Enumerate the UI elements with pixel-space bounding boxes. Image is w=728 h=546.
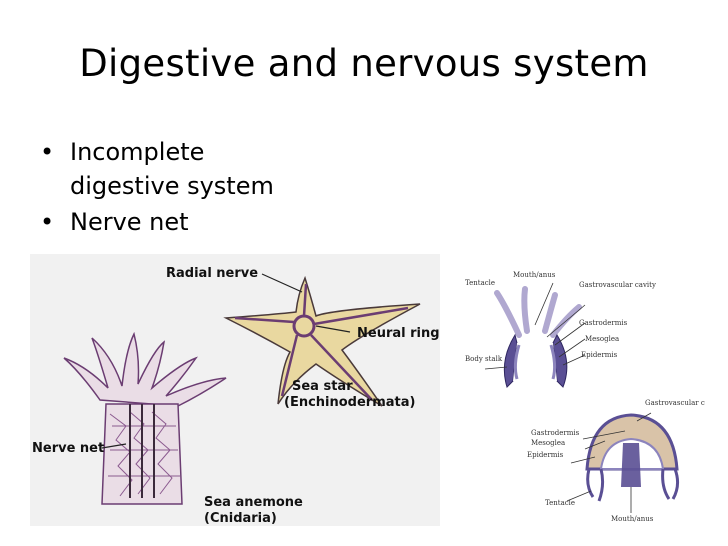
medusa-tentacle-label: Tentacle [545, 499, 575, 507]
medusa-gvc-label: Gastrovascular cavity [645, 399, 705, 407]
medusa-tentacles [586, 468, 680, 502]
medusa-illustration [566, 412, 680, 513]
polyp-body-stalk-label: Body stalk [465, 355, 503, 363]
polyp-tentacle-label: Tentacle [465, 279, 495, 287]
sea-star-group-label: (Enchinodermata) [284, 395, 415, 410]
sea-star-illustration [223, 273, 421, 407]
polyp-gastrodermis-label: Gastrodermis [579, 319, 628, 327]
polyp-mouth-label: Mouth/anus [513, 271, 556, 279]
medusa-mesoglea-label: Mesoglea [531, 439, 565, 447]
polyp-gastrodermis [513, 344, 557, 380]
polyp-body-wall [503, 333, 568, 388]
nerve-net-pointer [101, 443, 127, 449]
polyp-cavity [513, 343, 557, 381]
medusa-epidermis-label: Epidermis [527, 451, 564, 459]
polyp-epidermis-label: Epidermis [581, 351, 618, 359]
nerve-net-label: Nerve net [32, 441, 104, 456]
sea-star-body [223, 275, 421, 407]
sea-anemone-label: Sea anemone [204, 495, 303, 510]
bullet-list: Incomplete digestive system Nerve net [40, 135, 320, 239]
medusa-gastrodermis-label: Gastrodermis [531, 429, 580, 437]
bullet-text-nerve-net: Nerve net [70, 208, 189, 236]
medusa-mouth-label: Mouth/anus [611, 515, 654, 523]
radial-nerve-pointer [261, 273, 303, 293]
sea-star-anemone-figure: Radial nerve Neural ring Sea star (Enchi… [30, 254, 440, 526]
polyp-tentacles [494, 286, 582, 338]
polyp-illustration [484, 282, 586, 388]
neural-ring-pointer [315, 325, 351, 333]
slide-title: Digestive and nervous system [79, 42, 649, 85]
neural-ring-label: Neural ring [357, 326, 440, 341]
bullet-item: Nerve net [40, 205, 320, 239]
sea-anemone-group-label: (Cnidaria) [204, 511, 277, 526]
radial-nerve-lines [234, 283, 409, 401]
sea-star-label: Sea star [292, 379, 353, 394]
polyp-medusa-figure: Tentacle Mouth/anus Gastrovascular cavit… [465, 271, 705, 523]
polyp-mesoglea-label: Mesoglea [585, 335, 619, 343]
polyp-pointers [484, 282, 586, 370]
sea-anemone-illustration [63, 331, 227, 505]
radial-nerve-label: Radial nerve [166, 266, 258, 281]
bullet-item: Incomplete digestive system [40, 135, 320, 203]
figure-background [30, 254, 440, 526]
anemone-gastric-cavity [129, 404, 155, 498]
bullet-text-digestive: Incomplete digestive system [70, 138, 274, 200]
anemone-tentacles [63, 331, 227, 407]
medusa-manubrium [621, 443, 641, 487]
polyp-gvc-label: Gastrovascular cavity [579, 281, 656, 289]
medusa-pointers [566, 412, 652, 513]
